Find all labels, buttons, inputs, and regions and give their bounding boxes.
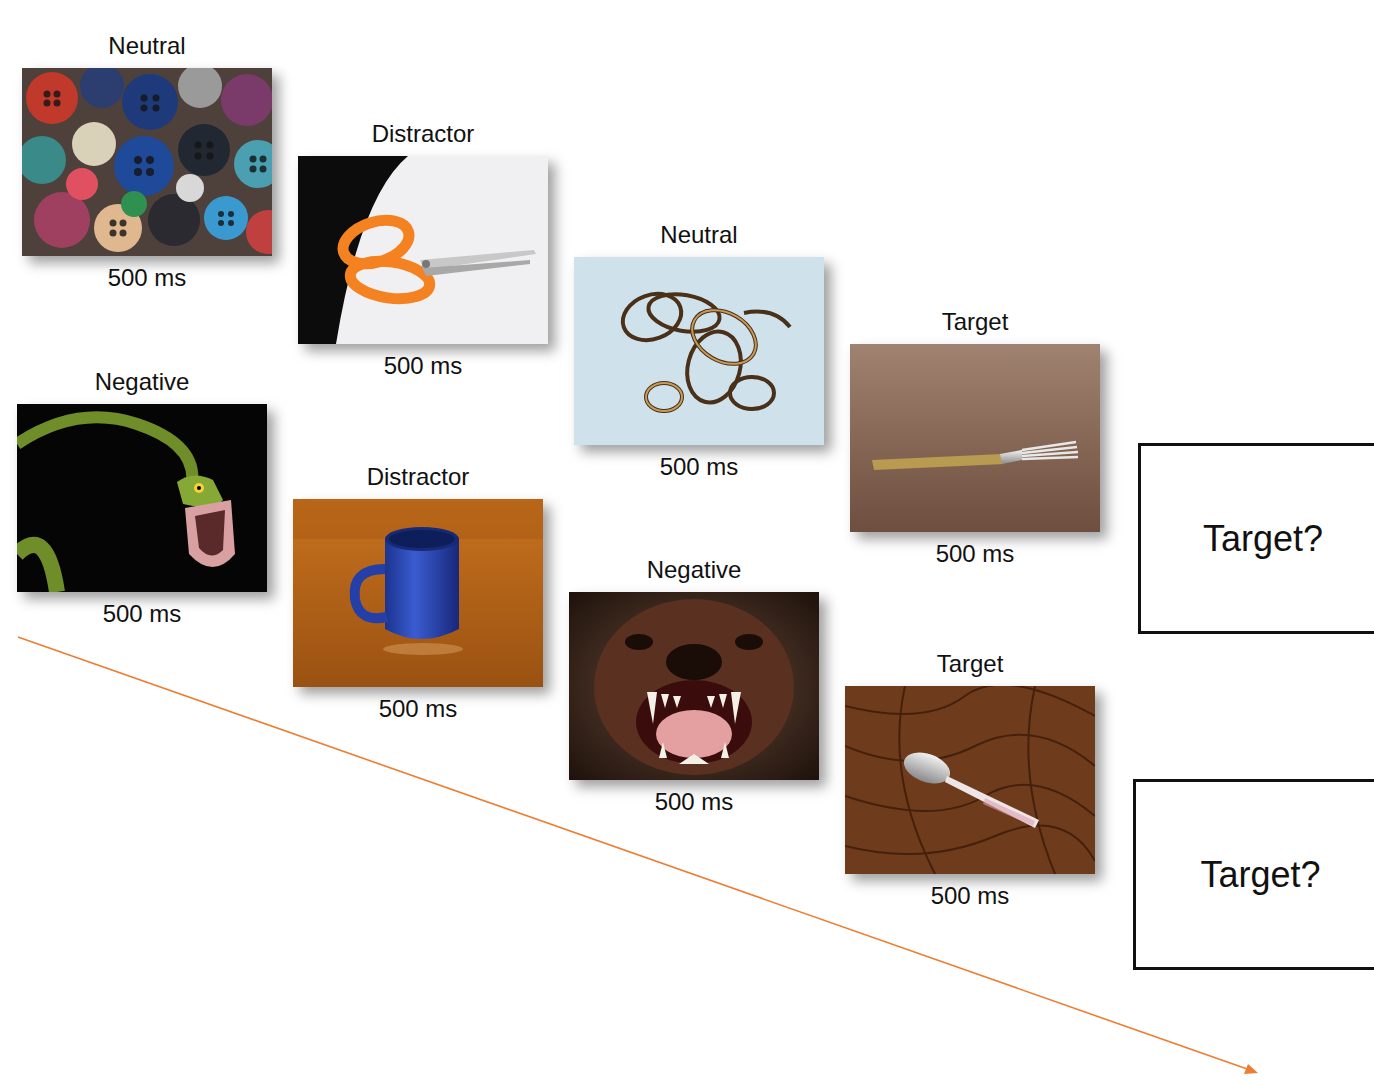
condition-label: Negative [647, 556, 742, 584]
condition-label: Target [937, 650, 1004, 678]
scissors-photo [298, 156, 548, 344]
response-box: Target? [1138, 443, 1374, 634]
prompt-text: Target? [1203, 518, 1323, 560]
fork-photo [850, 344, 1100, 532]
stimulus-frame: Neutral 500 ms [22, 32, 272, 292]
duration-label: 500 ms [931, 882, 1010, 910]
stimulus-frame: Distractor 500 ms [298, 120, 548, 380]
picture-frame [298, 156, 548, 344]
stimulus-frame: Negative 500 ms [17, 368, 267, 628]
condition-label: Distractor [367, 463, 470, 491]
stimulus-frame: Target 500 ms [845, 650, 1095, 910]
condition-label: Distractor [372, 120, 475, 148]
prompt-text: Target? [1200, 854, 1320, 896]
stimulus-frame: Negative 500 ms [569, 556, 819, 816]
duration-label: 500 ms [108, 264, 187, 292]
response-box: Target? [1133, 779, 1374, 970]
duration-label: 500 ms [379, 695, 458, 723]
duration-label: 500 ms [655, 788, 734, 816]
duration-label: 500 ms [660, 453, 739, 481]
condition-label: Target [942, 308, 1009, 336]
condition-label: Neutral [108, 32, 185, 60]
duration-label: 500 ms [384, 352, 463, 380]
condition-label: Neutral [660, 221, 737, 249]
picture-frame [17, 404, 267, 592]
dog-photo [569, 592, 819, 780]
picture-frame [574, 257, 824, 445]
duration-label: 500 ms [103, 600, 182, 628]
rubber-bands-photo [574, 257, 824, 445]
stimulus-frame: Neutral 500 ms [574, 221, 824, 481]
stimulus-frame: Distractor 500 ms [293, 463, 543, 723]
duration-label: 500 ms [936, 540, 1015, 568]
picture-frame [850, 344, 1100, 532]
mug-photo [293, 499, 543, 687]
condition-label: Negative [95, 368, 190, 396]
picture-frame [22, 68, 272, 256]
snake-photo [17, 404, 267, 592]
picture-frame [569, 592, 819, 780]
spoon-photo [845, 685, 1095, 874]
picture-frame [845, 686, 1095, 874]
stimulus-frame: Target 500 ms [850, 308, 1100, 568]
picture-frame [293, 499, 543, 687]
buttons-photo [18, 64, 290, 256]
